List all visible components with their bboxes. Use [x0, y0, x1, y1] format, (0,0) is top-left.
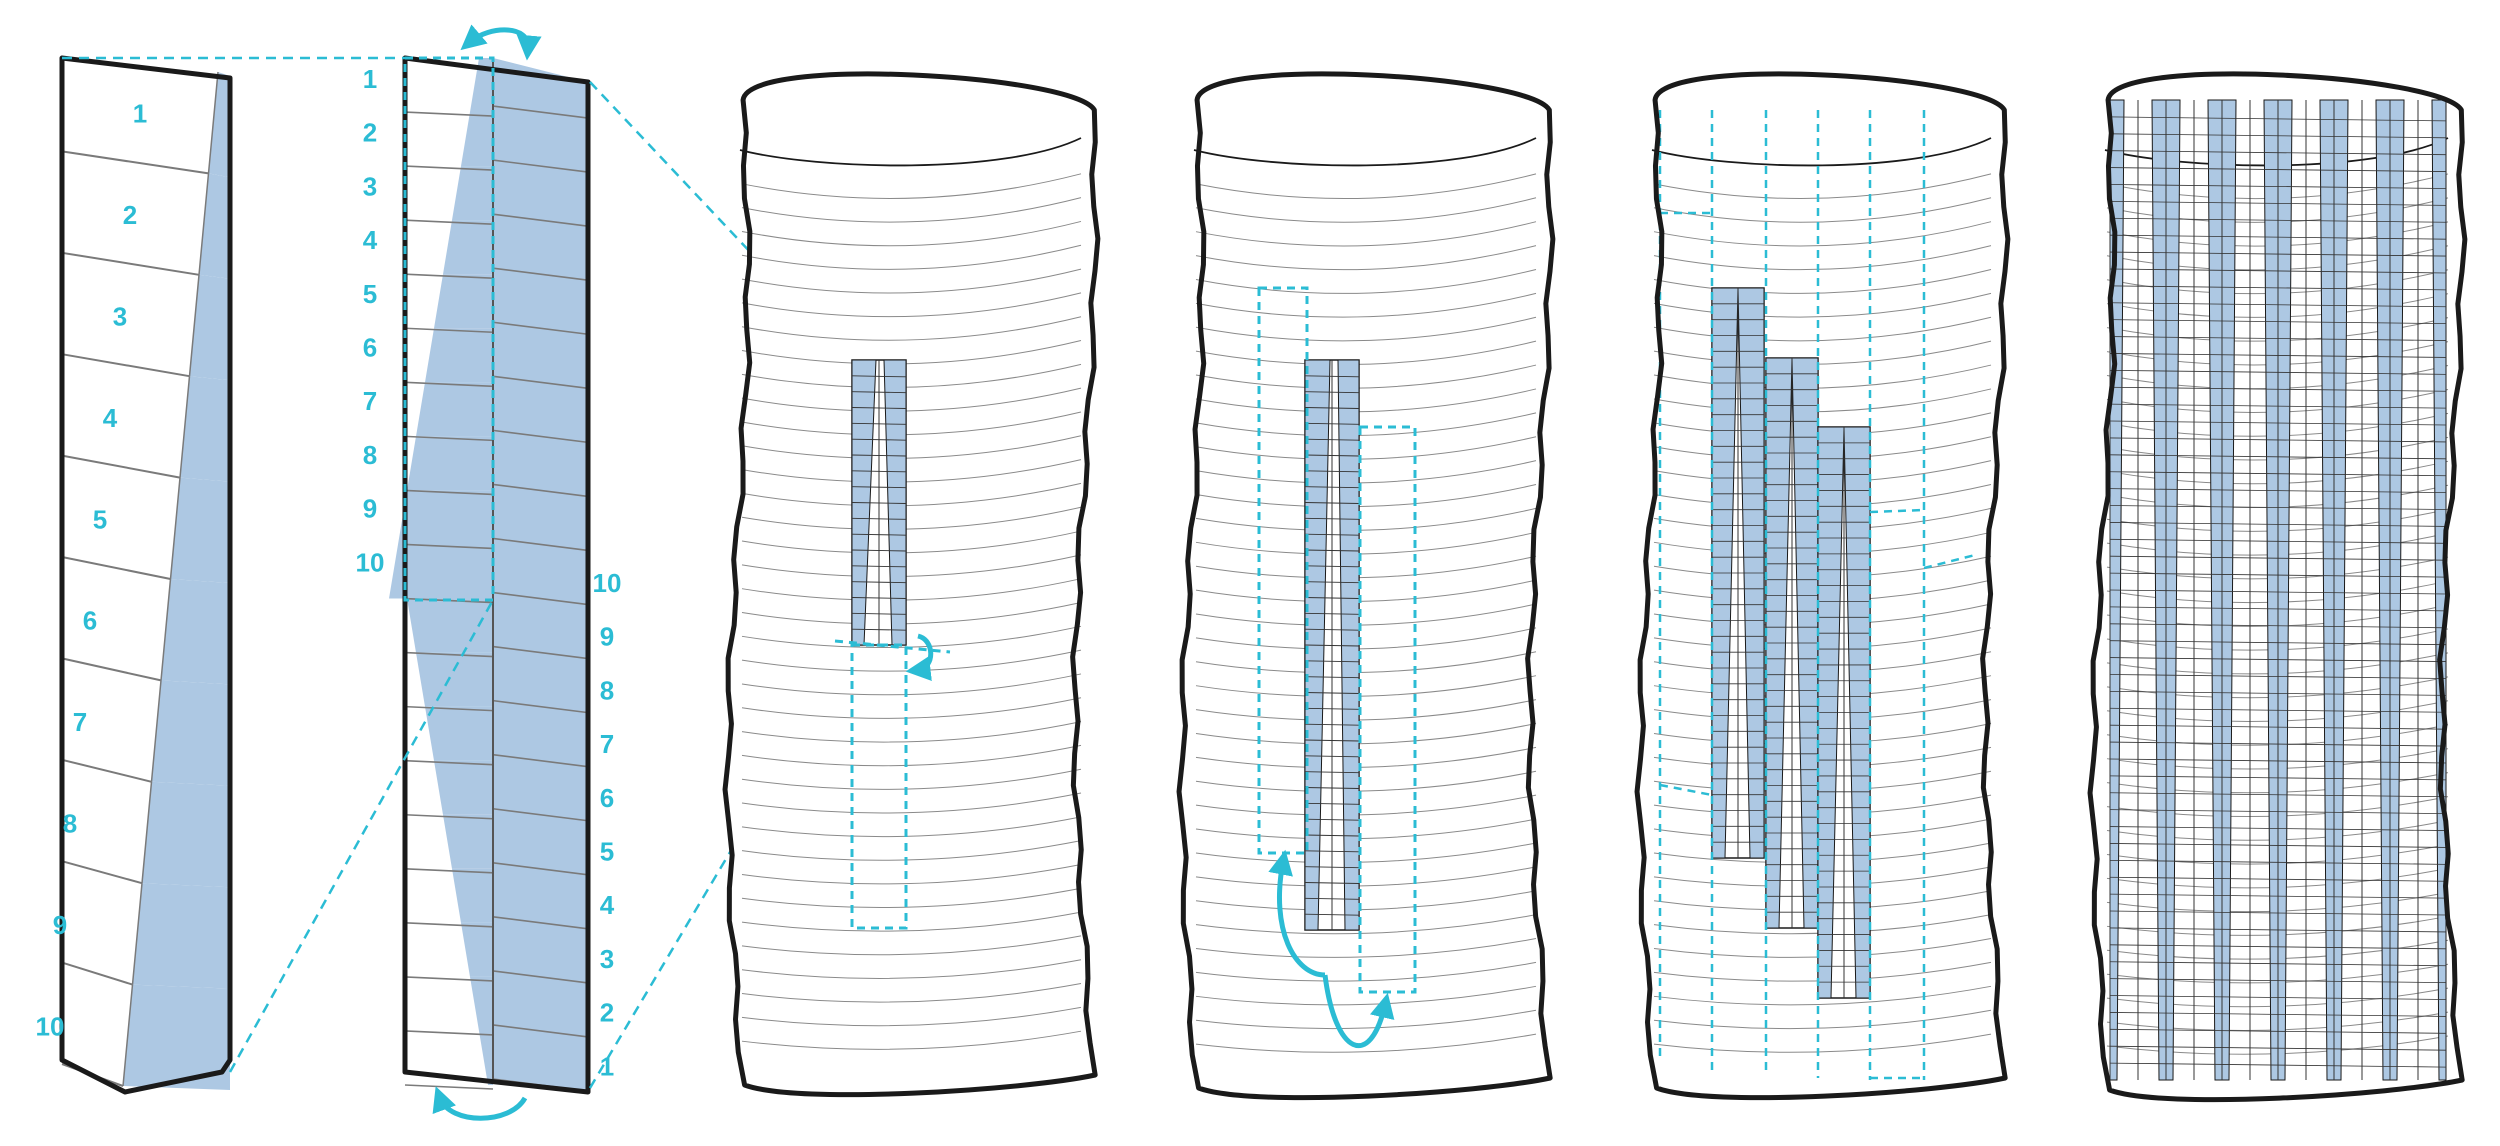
tower-2 [1179, 73, 1553, 1098]
strip-a-segment-label: 2 [123, 200, 137, 230]
rotate-arrow-icon [432, 1086, 528, 1121]
strip-b-top-label: 5 [363, 279, 377, 309]
strip-b-top-label: 9 [363, 494, 377, 524]
strip-b-top-label: 2 [363, 118, 377, 148]
strip-b-top-label: 8 [363, 440, 377, 470]
strip-a-blue-panel [180, 376, 230, 482]
strip-a-blue-panel [142, 781, 230, 888]
strip-b-top-label: 6 [363, 333, 377, 363]
strip-b-bottom-label: 7 [600, 729, 614, 759]
strip-b-bottom-label: 1 [600, 1051, 614, 1081]
tower-4-facade [2109, 99, 2447, 1081]
strip-a-segment-label: 4 [103, 403, 118, 433]
strip-a-segment-label: 3 [113, 302, 127, 332]
strip-a-segment-label: 7 [73, 707, 87, 737]
swap-arrow-icon [1268, 849, 1326, 978]
tower-outline [1176, 71, 1556, 1101]
strip-b-highlight-box [403, 56, 495, 602]
strip-b-blue-right [493, 58, 588, 1092]
strip-b-bottom-label: 3 [600, 944, 614, 974]
strip-a-blue-panel [132, 883, 230, 989]
strip-b-bottom-label: 10 [593, 568, 622, 598]
tower-2-annotations [1257, 286, 1417, 1049]
strip-b-top-label: 7 [363, 386, 377, 416]
strip-b-top-label: 1 [363, 64, 377, 94]
strip-b-bottom-label: 5 [600, 837, 614, 867]
strip-b-bottom-label: 2 [600, 998, 614, 1028]
strip-a-segment-label: 9 [53, 910, 67, 940]
tower-outline [2087, 71, 2468, 1103]
tower-outline [722, 71, 1101, 1098]
strip-a-segment-label: 8 [63, 809, 77, 839]
strip-a-blue-panel [161, 579, 230, 685]
strip-b-bottom-label: 4 [600, 890, 615, 920]
tower-1 [725, 73, 1098, 1095]
strip-b: 1 10 2 9 3 8 4 7 5 6 6 5 7 4 8 3 9 2 10 1 [356, 24, 622, 1121]
projection-lines [62, 56, 853, 1089]
strip-b-top-label: 10 [356, 547, 385, 577]
rotate-arrow-icon [905, 633, 934, 681]
strip-a-blue-panels [123, 72, 230, 1090]
strip-b-labels: 1 10 2 9 3 8 4 7 5 6 6 5 7 4 8 3 9 2 10 1 [356, 64, 622, 1081]
strip-a-blue-panel [151, 680, 230, 786]
tower-outline [1634, 71, 2011, 1101]
rotate-arrow-icon [460, 24, 542, 61]
strip-a-segment-label: 10 [36, 1011, 65, 1041]
tower-1-annotations [834, 359, 951, 930]
strip-a-segment-lines [61, 71, 219, 1087]
strip-b-top-label: 3 [363, 171, 377, 201]
strip-a-segment-label: 6 [83, 606, 97, 636]
strip-b-bottom-label: 8 [600, 675, 614, 705]
strip-b-bottom-label: 9 [600, 622, 614, 652]
tower-outlines [722, 71, 2468, 1103]
strip-b-top-label: 4 [363, 225, 378, 255]
strip-b-bottom-label: 6 [600, 783, 614, 813]
strip-a-labels: 1 2 3 4 5 6 7 8 9 10 [36, 99, 148, 1042]
strip-a-blue-panel [170, 477, 230, 583]
strip-a-blue-panel [123, 984, 230, 1090]
swap-arrow-icon [1322, 974, 1395, 1049]
tower-3-annotations [1658, 110, 1976, 1080]
strip-a-blue-panel [189, 274, 230, 381]
strip-a-segment-label: 1 [133, 99, 147, 129]
strip-a-blue-panel [208, 72, 230, 178]
strip-b-blue-panels [389, 58, 588, 1092]
strip-a: 1 2 3 4 5 6 7 8 9 10 [36, 55, 233, 1095]
strip-a-segment-label: 5 [93, 504, 107, 534]
